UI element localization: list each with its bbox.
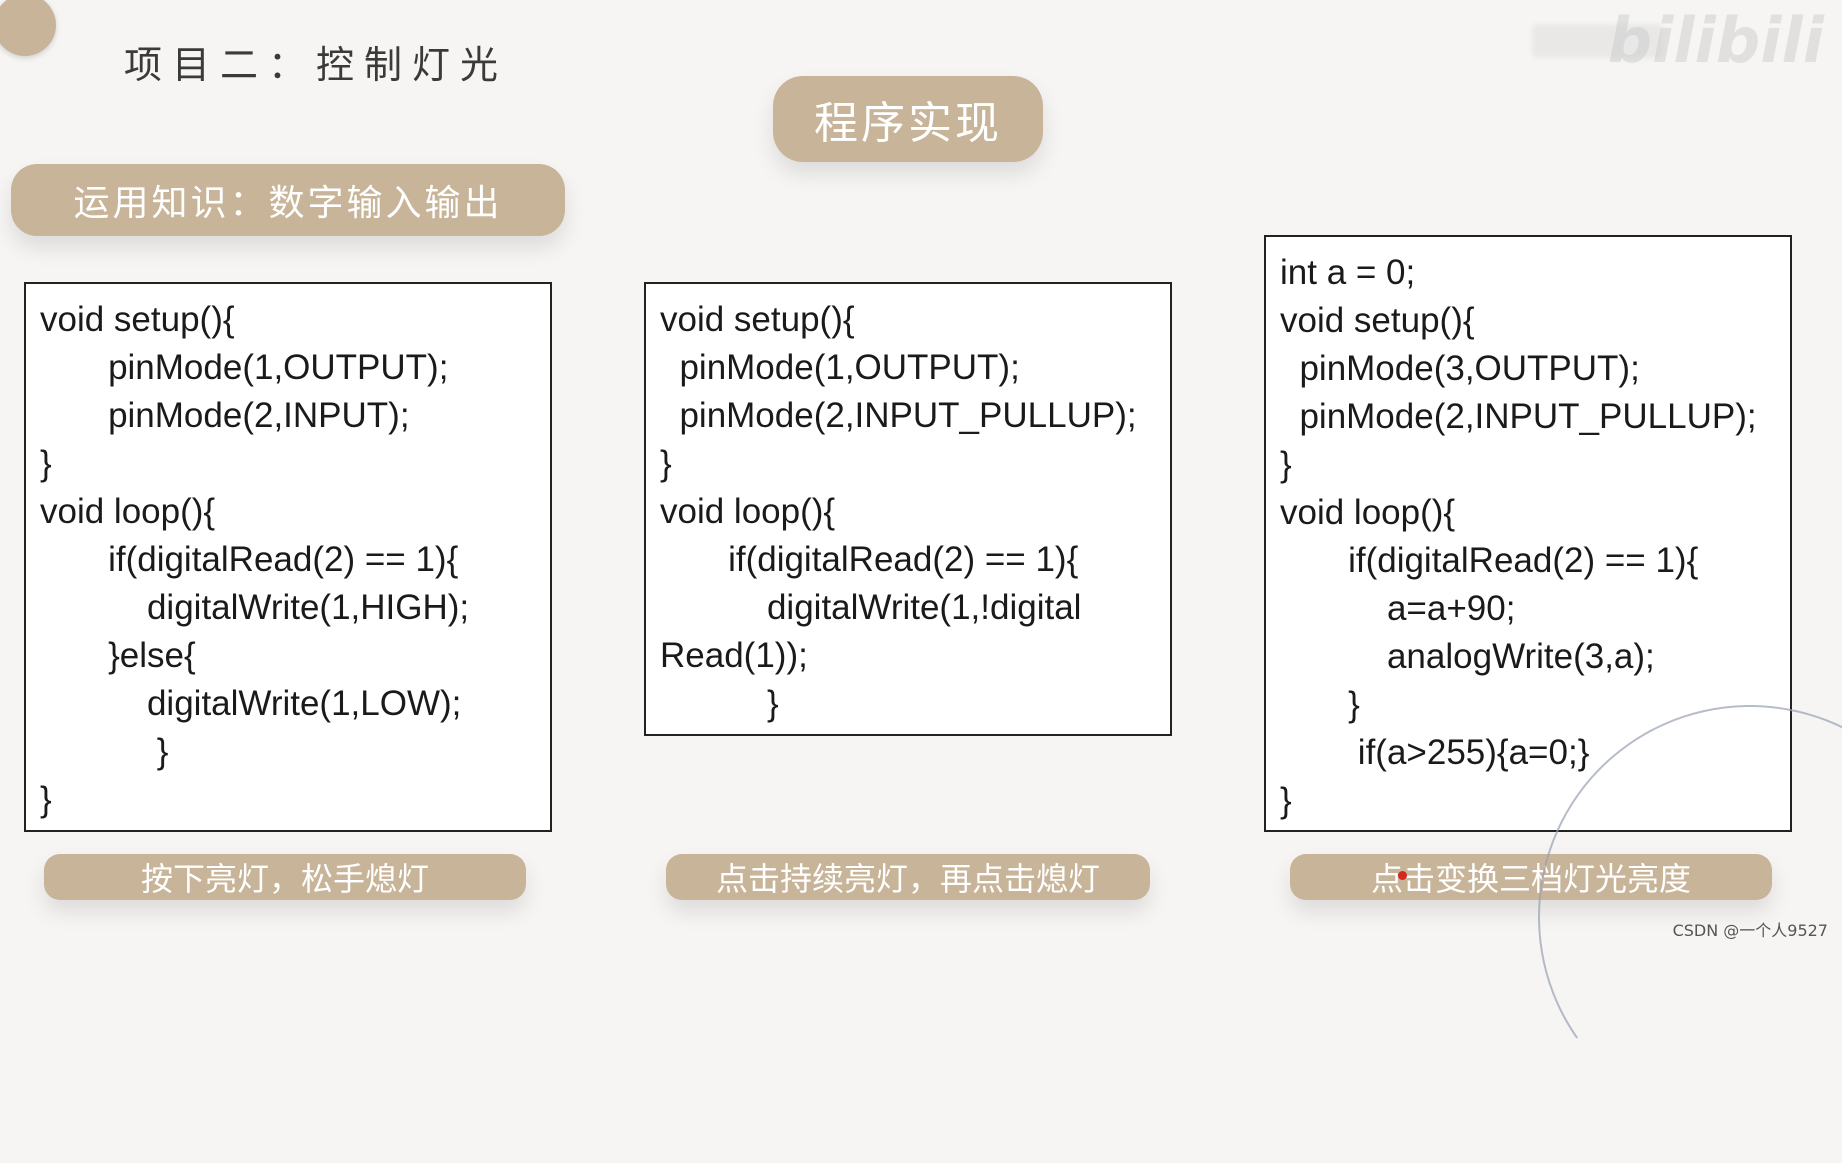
code-line: digitalWrite(1,!digital (660, 588, 1082, 627)
code-line: } (1280, 445, 1292, 484)
code-line: void loop(){ (660, 492, 836, 531)
watermark-blur (1532, 24, 1662, 58)
code-line: } (1280, 685, 1360, 724)
code-line: } (40, 444, 52, 483)
code-line: } (1280, 781, 1292, 820)
caption-1: 按下亮灯，松手熄灯 (44, 854, 526, 900)
knowledge-label: 运用知识：数字输入输出 (11, 164, 565, 236)
code-line: if(digitalRead(2) == 1){ (40, 540, 459, 579)
code-block-2: void setup(){ pinMode(1,OUTPUT); pinMode… (644, 282, 1172, 736)
decorative-circle (0, 0, 56, 56)
caption-2: 点击持续亮灯，再点击熄灯 (666, 854, 1150, 900)
project-title: 项目二：控制灯光 (124, 43, 509, 87)
code-line: digitalWrite(1,HIGH); (40, 588, 470, 627)
code-line: void setup(){ (1280, 301, 1475, 340)
code-line: int a = 0; (1280, 253, 1416, 292)
bilibili-watermark: bilibili (1607, 4, 1824, 77)
code-line: void setup(){ (40, 300, 235, 339)
code-line: if(a>255){a=0;} (1280, 733, 1590, 772)
code-line: if(digitalRead(2) == 1){ (1280, 541, 1699, 580)
cursor-pointer-dot (1398, 871, 1407, 880)
code-line: void loop(){ (1280, 493, 1456, 532)
code-line: pinMode(2,INPUT_PULLUP); (1280, 397, 1757, 436)
code-block-1: void setup(){ pinMode(1,OUTPUT); pinMode… (24, 282, 552, 832)
code-line: analogWrite(3,a); (1280, 637, 1655, 676)
credit-watermark: CSDN @一个人9527 (1672, 921, 1828, 940)
code-line: } (40, 780, 52, 819)
code-line: Read(1)); (660, 636, 808, 675)
code-line: pinMode(3,OUTPUT); (1280, 349, 1640, 388)
code-line: } (660, 444, 672, 483)
caption-3: 点击变换三档灯光亮度 (1290, 854, 1772, 900)
code-line: a=a+90; (1280, 589, 1516, 628)
code-line: void loop(){ (40, 492, 216, 531)
code-line: void setup(){ (660, 300, 855, 339)
code-line: pinMode(2,INPUT_PULLUP); (660, 396, 1137, 435)
code-line: digitalWrite(1,LOW); (40, 684, 462, 723)
code-line: if(digitalRead(2) == 1){ (660, 540, 1079, 579)
main-heading: 程序实现 (773, 76, 1043, 162)
code-line: pinMode(1,OUTPUT); (40, 348, 449, 387)
code-block-3: int a = 0; void setup(){ pinMode(3,OUTPU… (1264, 235, 1792, 832)
code-line: } (660, 684, 779, 723)
code-line: } (40, 732, 169, 771)
code-line: }else{ (40, 636, 196, 675)
code-line: pinMode(1,OUTPUT); (660, 348, 1020, 387)
code-line: pinMode(2,INPUT); (40, 396, 410, 435)
